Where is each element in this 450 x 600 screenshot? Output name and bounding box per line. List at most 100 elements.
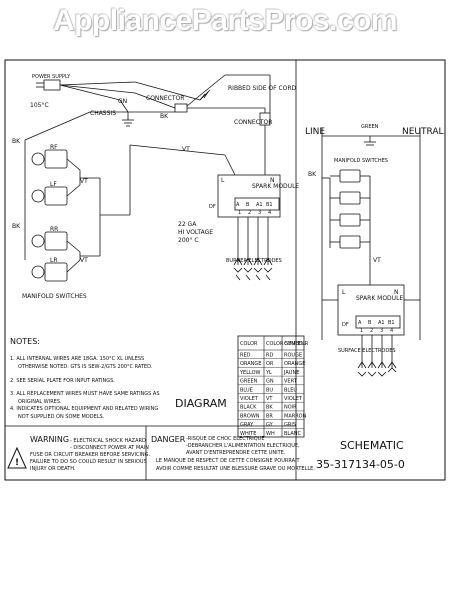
warning-triangle-icon [7,446,27,469]
terminal-number: 2 [248,210,251,216]
color-table-cell: RED [240,353,251,359]
color-table-cell: WH [266,431,275,437]
bk-switch-label: BK [12,138,21,145]
note-item: 2. SEE SERIAL PLATE FOR INPUT RATINGS. [10,378,115,384]
color-table-cell: ORANGE [240,361,261,367]
switch-label-rf: RF [50,144,58,151]
power-plug-icon [43,79,61,91]
terminal-number: 1 [238,210,241,216]
schematic-line-label: LINE [305,127,325,137]
module-n-label: N [270,177,275,184]
diagram-title: DIAGRAM [175,397,227,410]
schematic-bk-label: BK [308,171,317,178]
hv-voltage-label: HI VOLTAGE [178,229,213,236]
danger-box: DANGER -RISQUE DE CHOC ELECTRIQUE-DEBRAN… [151,435,315,472]
warning-line: FAILURE TO DO SO COULD RESULT IN SERIOUS [30,459,147,465]
hv-ga-label: 22 GA [178,221,197,228]
terminal-number: 4 [268,210,271,216]
terminal-number: 3 [258,210,261,216]
schematic-title: SCHEMATIC [340,439,404,452]
color-table-cell: GN [266,379,274,385]
vt-wire-label: VT [182,146,190,153]
color-table-cell: BU [266,387,273,393]
vt-switch-label: VT [80,257,88,264]
schematic-terminal-number: 2 [370,328,373,334]
danger-line: AVANT D'ENTREPRENDRE CETTE UNITE. [186,450,286,456]
schematic-surface-label: SURFACE ELECTRODES [338,348,396,354]
sheet-border [4,59,446,481]
color-table-cell: RD [266,353,273,359]
schematic-terminal-label: B1 [388,320,395,326]
schematic-neutral-label: NEUTRAL [402,127,444,137]
temp-rating-label: 105°C [30,102,49,109]
danger-line: -RISQUE DE CHOC ELECTRIQUE [186,436,265,442]
watermark: AppliancePartsPros.com [52,4,398,37]
terminal-label: A [236,202,240,208]
chassis-label: CHASSIS [90,110,116,117]
note-item: 3. ALL REPLACEMENT WIRES MUST HAVE SAME … [10,391,160,405]
color-table-cell: BLACK [240,405,257,411]
color-table-cell: VERT [284,379,298,385]
color-table-cell: VIOLET [240,396,259,402]
manifold-switches-label: MANIFOLD SWITCHES [22,293,87,300]
color-table-cell: ROUGE [284,353,302,359]
bk-switch-label: BK [12,223,21,230]
schematic-terminal-label: B [368,320,372,326]
danger-line: AVOIR COMME RESULTAT UNE BLESSURE GRAVE … [156,466,315,472]
module-title: SPARK MODULE [252,183,299,190]
warning-line: - DISCONNECT POWER AT MAIN [70,445,149,451]
warning-line: INJURY OR DEATH. [30,466,76,472]
color-table-cell: BLUE [240,387,253,393]
danger-line: -DEBRANCHER L'ALIMENTATION ELECTRIQUE, [186,443,300,449]
schematic-terminal-label: A [358,320,362,326]
color-table-header: COLOR [240,341,258,347]
color-table-cell: WHITE [240,431,256,437]
module-df-label: DF [209,204,216,210]
gn-wire-label: GN [118,98,127,105]
schematic-green-label: GREEN [361,124,379,130]
schematic-terminal-number: 3 [380,328,383,334]
warning-word: WARNING [30,435,69,444]
schematic-terminal-number: 1 [360,328,363,334]
switch-label-rr: RR [50,226,58,233]
notes-list: 1. ALL INTERNAL WIRES ARE 18GA. 150°C XL… [10,356,160,420]
connector-top-label: CONNECTOR [146,95,184,102]
bk-wire-label: BK [160,113,169,120]
color-table-cell: BLEU [284,387,297,393]
color-table-cell: GRAY [240,422,254,428]
color-table-cell: YL [265,370,272,376]
schematic-module-title: SPARK MODULE [356,295,403,302]
hv-temp-label: 200° C [178,237,199,244]
warning-line: FUSE OR CIRCUIT BREAKER BEFORE SERVICING… [30,452,151,458]
vt-switch-label: VT [80,178,88,185]
schematic-terminal-number: 4 [390,328,393,334]
schematic-df-label: DF [342,322,349,328]
manifold-switch-stack [31,149,131,282]
color-table-cell: OR [266,361,274,367]
danger-line: LE MANQUE DE RESPECT DE CETTE CONSIGNE P… [156,458,301,464]
note-item: 1. ALL INTERNAL WIRES ARE 18GA. 150°C XL… [10,356,153,370]
color-table-cell: VIOLET [284,396,303,402]
schematic-module-n: N [394,289,399,296]
color-table-cell: YELLOW [239,370,261,376]
warning-lines: - ELECTRICAL SHOCK HAZARD- DISCONNECT PO… [30,438,151,472]
exclamation-icon: ! [15,458,19,468]
notes-heading: NOTES: [10,337,40,346]
color-table-cell: JAUNE [283,370,299,376]
color-table-cell: GY [266,422,274,428]
warning-line: - ELECTRICAL SHOCK HAZARD [70,438,146,444]
color-table-header: COLOR SYMBOL [266,341,306,347]
color-table-cell: BK [266,405,273,411]
color-table-cell: VT [266,396,273,402]
color-table-cell: NOIR [284,405,297,411]
schematic-module-box [337,284,405,336]
switch-label-lr: LR [50,257,58,264]
schematic [321,128,421,377]
warning-box: ! WARNING - ELECTRICAL SHOCK HAZARD- DIS… [7,435,151,472]
color-table-header: COULEUR [284,341,309,347]
